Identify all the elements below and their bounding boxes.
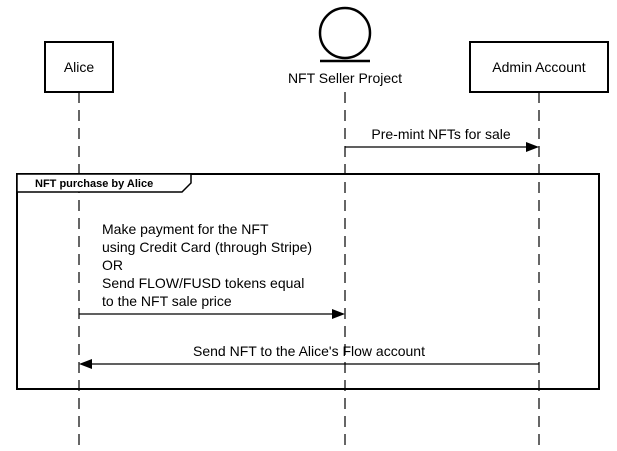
message-pre-mint: Pre-mint NFTs for sale xyxy=(345,126,539,152)
entity-icon xyxy=(318,6,372,60)
arrowhead-icon xyxy=(332,309,345,319)
arrowhead-icon xyxy=(526,142,539,152)
message-label-line-3: OR xyxy=(102,257,123,273)
participant-box xyxy=(469,41,609,93)
message-label-line-1: Make payment for the NFT xyxy=(102,221,269,237)
participant-label: Admin Account xyxy=(492,59,585,75)
arrowhead-icon xyxy=(79,359,92,369)
participant-alice: Alice xyxy=(44,41,114,93)
participant-nft-seller-project: NFT Seller Project xyxy=(288,6,402,86)
fragment-frame xyxy=(16,173,600,390)
message-label-line-4: Send FLOW/FUSD tokens equal xyxy=(102,275,304,291)
fragment-label-tab xyxy=(16,173,192,193)
participant-label: NFT Seller Project xyxy=(288,70,402,86)
message-label-line-5: to the NFT sale price xyxy=(102,293,232,309)
participant-label: Alice xyxy=(64,59,95,75)
message-label: Pre-mint NFTs for sale xyxy=(371,126,510,142)
message-label-line-2: using Credit Card (through Stripe) xyxy=(102,239,312,255)
message-label: Send NFT to the Alice's Flow account xyxy=(193,343,425,359)
fragment-nft-purchase: NFT purchase by Alice xyxy=(16,173,600,390)
participant-admin-account: Admin Account xyxy=(469,41,609,93)
participant-box xyxy=(44,41,114,93)
message-send-nft: Send NFT to the Alice's Flow account xyxy=(79,343,539,369)
fragment-label: NFT purchase by Alice xyxy=(35,178,153,190)
message-payment: Make payment for the NFT using Credit Ca… xyxy=(79,221,345,319)
